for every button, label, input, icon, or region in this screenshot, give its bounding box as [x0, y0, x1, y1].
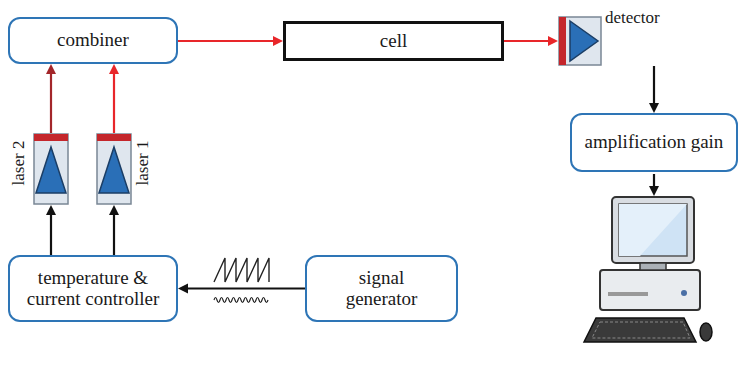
box-label: amplification gain	[585, 132, 724, 153]
detector-label: detector	[605, 8, 660, 28]
box-label: temperature & current controller	[23, 268, 163, 310]
arrowhead	[109, 205, 119, 215]
laser-icon	[33, 133, 69, 205]
process-box: temperature & current controller	[8, 255, 178, 322]
arrowhead	[548, 36, 558, 46]
connector-arrow	[109, 205, 119, 255]
laser-icon	[96, 133, 132, 205]
sine-wave	[214, 298, 268, 303]
arrowhead	[178, 284, 188, 294]
process-box: signal generator	[305, 255, 458, 322]
connector-arrow	[178, 36, 283, 46]
computer-icon	[584, 197, 712, 342]
sawtooth-wave	[214, 258, 269, 282]
gas-cell: cell	[283, 21, 504, 61]
process-box: amplification gain	[570, 113, 738, 172]
box-label: cell	[380, 31, 407, 52]
arrowhead	[46, 205, 56, 215]
laser-label: laser 1	[133, 141, 153, 186]
detector: detector	[558, 8, 672, 66]
laser: laser 1	[96, 133, 160, 205]
connector-arrow	[46, 64, 56, 133]
connector-arrow	[178, 284, 305, 294]
process-box: combiner	[8, 17, 178, 64]
box-label: signal generator	[327, 268, 437, 310]
detector-icon	[558, 16, 602, 66]
arrowhead	[46, 64, 56, 74]
laser: laser 2	[8, 133, 70, 205]
arrowhead	[649, 103, 659, 113]
connector-arrow	[649, 66, 659, 113]
connector-arrow	[46, 205, 56, 255]
arrowhead	[649, 186, 659, 196]
signal-wire	[653, 174, 655, 186]
connector-arrow	[109, 64, 119, 133]
arrowhead	[273, 36, 283, 46]
box-label: combiner	[57, 30, 129, 51]
arrowhead	[109, 64, 119, 74]
connector-arrow	[504, 36, 558, 46]
laser-label: laser 2	[9, 141, 29, 186]
